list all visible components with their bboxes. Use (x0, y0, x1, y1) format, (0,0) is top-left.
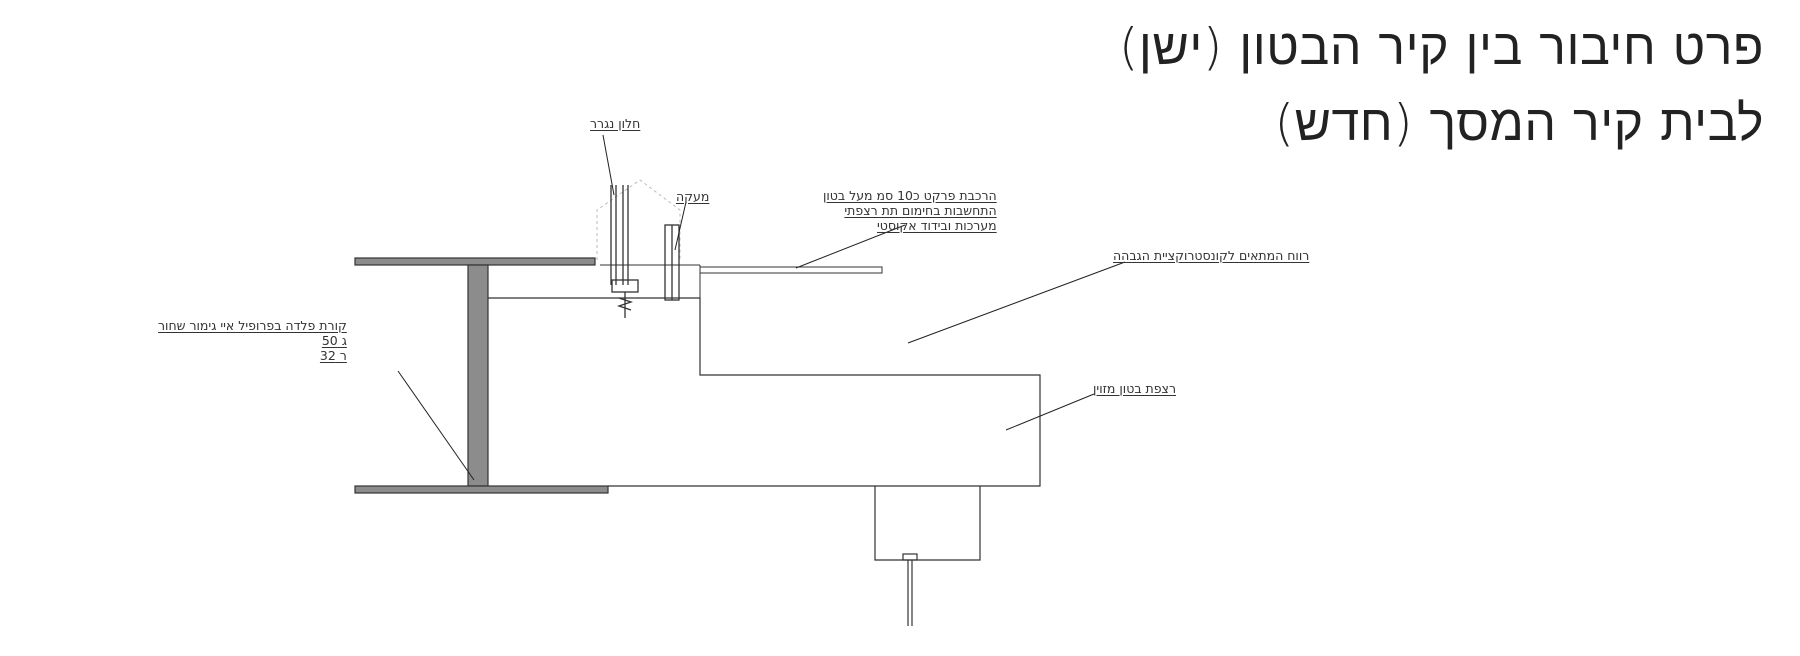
leader-gap (907, 261, 1126, 344)
label-steel-beam: קורת פלדה בפרופיל איי גימור שחור ג 50 ר … (158, 318, 347, 363)
label-raising-gap: רווח המתאים לקונסטרוקציית הגבהה (1113, 248, 1310, 263)
parquet-floor-buildup (600, 264, 883, 298)
drawing-title-line-2: לבית קיר המסך (חדש) (1274, 94, 1764, 152)
drawing-title-line-1: פרט חיבור בין קיר הבטון (ישן) (1118, 18, 1764, 76)
leader-parquet (795, 224, 906, 269)
railing-glass (664, 224, 680, 301)
label-sliding-window: חלון נגרר (590, 116, 641, 131)
leader-lines (397, 134, 1126, 481)
label-railing: מעקה (676, 189, 710, 204)
leader-slab (1005, 393, 1095, 431)
i-beam-web (467, 264, 489, 487)
steel-i-beam (354, 257, 609, 494)
sliding-window-frame (610, 185, 639, 318)
label-parquet-installation: הרכבת פרקט כ10 סמ מעל בטון התחשבות בחימו… (823, 188, 997, 233)
i-beam-top-flange (354, 257, 596, 266)
post-cap (902, 553, 918, 561)
label-concrete-slab: רצפת בטון מזוין (1093, 381, 1177, 396)
leader-railing (674, 201, 687, 251)
lower-concrete-beam (874, 486, 981, 626)
concrete-slab (488, 297, 1041, 487)
parquet-board (699, 266, 883, 274)
i-beam-bottom-flange (354, 485, 609, 494)
leader-sliding-window (602, 134, 615, 196)
window-glass-outline (596, 179, 681, 260)
leader-beam (397, 370, 475, 481)
